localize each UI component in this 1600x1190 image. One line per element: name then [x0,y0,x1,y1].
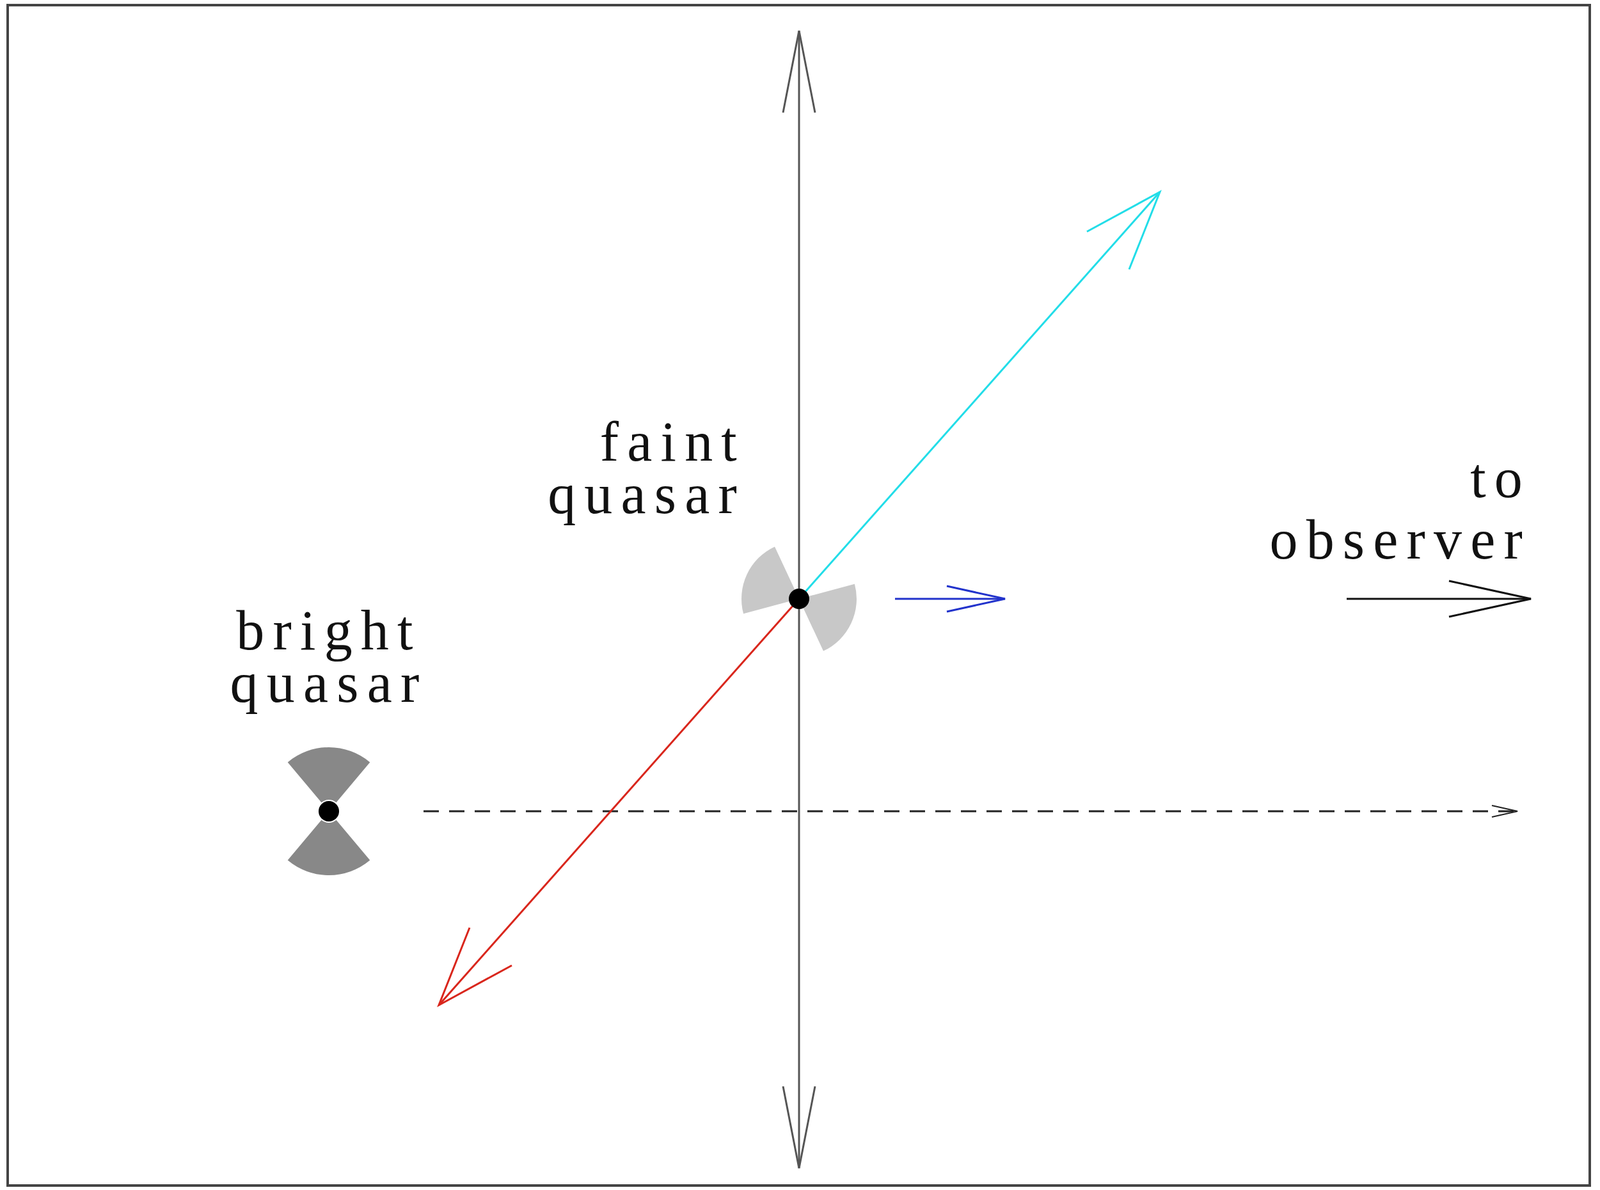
vertical-axis [783,30,816,1169]
cyan-arrow [799,191,1160,599]
sightline-dashed [423,805,1518,817]
faint-quasar-cone [741,546,796,614]
bright-quasar-cone [287,820,371,876]
bright-quasar-cone [287,747,371,803]
blue-arrow [895,586,1006,612]
observer-label: to observer [1269,447,1531,571]
faint-quasar-cone [802,584,857,652]
faint-quasar-label: faint quasar [547,415,746,521]
bright-quasar-dot [318,800,340,822]
frame-border [7,5,1590,1186]
faint-quasar-dot [788,588,810,610]
observer-arrow [1346,580,1531,617]
bright-quasar-label: bright quasar [230,604,428,710]
red-arrow [438,598,800,1006]
